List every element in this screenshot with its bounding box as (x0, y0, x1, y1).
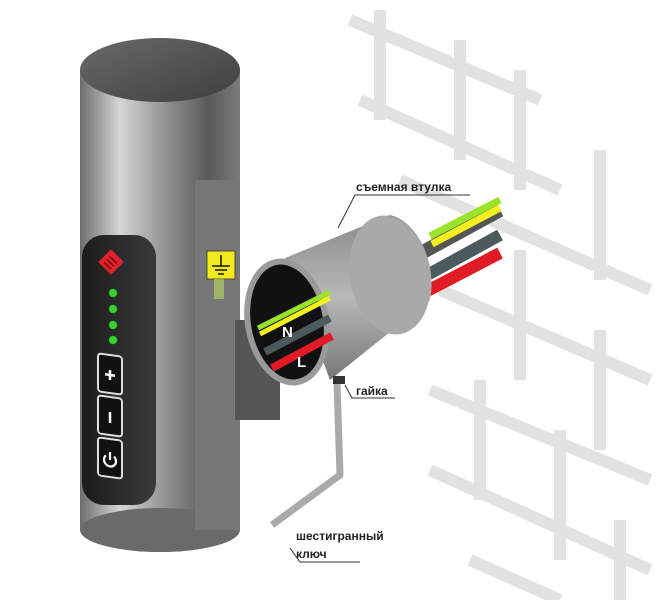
led (108, 288, 118, 298)
minus-button[interactable] (97, 394, 123, 438)
power-button[interactable] (97, 436, 123, 480)
brick-wall (347, 10, 653, 600)
led (108, 320, 118, 330)
power-icon (102, 451, 118, 468)
indicator-leds (108, 288, 118, 345)
ground-symbol-icon (206, 250, 236, 299)
plus-icon (105, 369, 115, 381)
plus-button[interactable] (97, 352, 123, 396)
neutral-label: N (282, 324, 293, 341)
live-label: L (297, 354, 306, 371)
hex-key-label-line2: ключ (296, 547, 327, 561)
nut-label: гайка (356, 384, 388, 398)
control-panel (82, 235, 156, 505)
led (108, 335, 118, 345)
removable-sleeve: N L (244, 215, 432, 386)
sleeve-label: съемная втулка (356, 180, 451, 194)
led (108, 304, 118, 314)
nut (333, 376, 345, 384)
callouts (289, 194, 470, 563)
hex-key-label-line1: шестигранный (296, 529, 384, 543)
hex-key (269, 383, 344, 528)
